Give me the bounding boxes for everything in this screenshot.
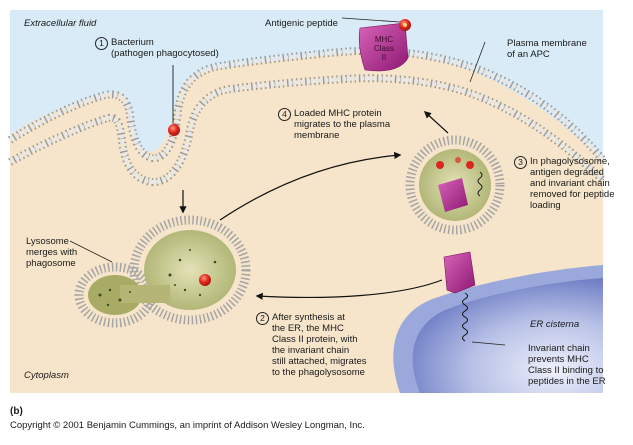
mhc-text-line2: Class: [374, 44, 394, 53]
step-1-text: Bacterium (pathogen phagocytosed): [111, 37, 219, 59]
antigenic-peptide-label: Antigenic peptide: [265, 18, 338, 29]
plasma-membrane: [7, 46, 607, 186]
extracellular-label: Extracellular fluid: [24, 18, 97, 29]
copyright-notice: Copyright © 2001 Benjamin Cummings, an i…: [10, 420, 365, 431]
plasma-membrane-label: Plasma membrane of an APC: [507, 38, 587, 60]
step-1-number: 1: [95, 37, 108, 50]
cytoplasm-label: Cytoplasm: [24, 370, 69, 381]
surface-mhc-icon: MHC Class II: [358, 19, 411, 72]
extracellular-region: [10, 10, 603, 160]
invariant-chain-icon: [462, 292, 468, 342]
step-2-text: After synthesis at the ER, the MHC Class…: [272, 312, 367, 378]
lysosome-label: Lysosome merges with phagosome: [26, 236, 78, 269]
bacterium-icon: [168, 124, 180, 136]
step-4-text: Loaded MHC protein migrates to the plasm…: [294, 108, 391, 141]
mhc-text-line3: II: [382, 53, 386, 62]
step-4-number: 4: [278, 108, 291, 121]
engulfed-bacterium-icon: [199, 274, 211, 286]
er-lumen: [412, 278, 603, 393]
step-3-number: 3: [514, 156, 527, 169]
arrow-step4: [423, 111, 449, 134]
arrow-step2: [255, 279, 443, 300]
invariant-chain-label: Invariant chain prevents MHC Class II bi…: [528, 343, 606, 387]
phagolysosome-mhc-icon: [438, 178, 468, 212]
phagosome-lysosome: [74, 215, 251, 328]
er-cisterna-label: ER cisterna: [530, 319, 580, 330]
mhc-text-line1: MHC: [375, 35, 393, 44]
phagolysosome: [405, 135, 505, 235]
step-2-number: 2: [256, 312, 269, 325]
invariant-chain-fragment-icon: [477, 171, 483, 197]
arrow-to-phagolysosome: [219, 151, 402, 221]
er-mhc-icon: [443, 251, 476, 342]
step-3-text: In phagolysosome, antigen degraded and i…: [530, 156, 615, 211]
panel-label: (b): [10, 406, 23, 417]
